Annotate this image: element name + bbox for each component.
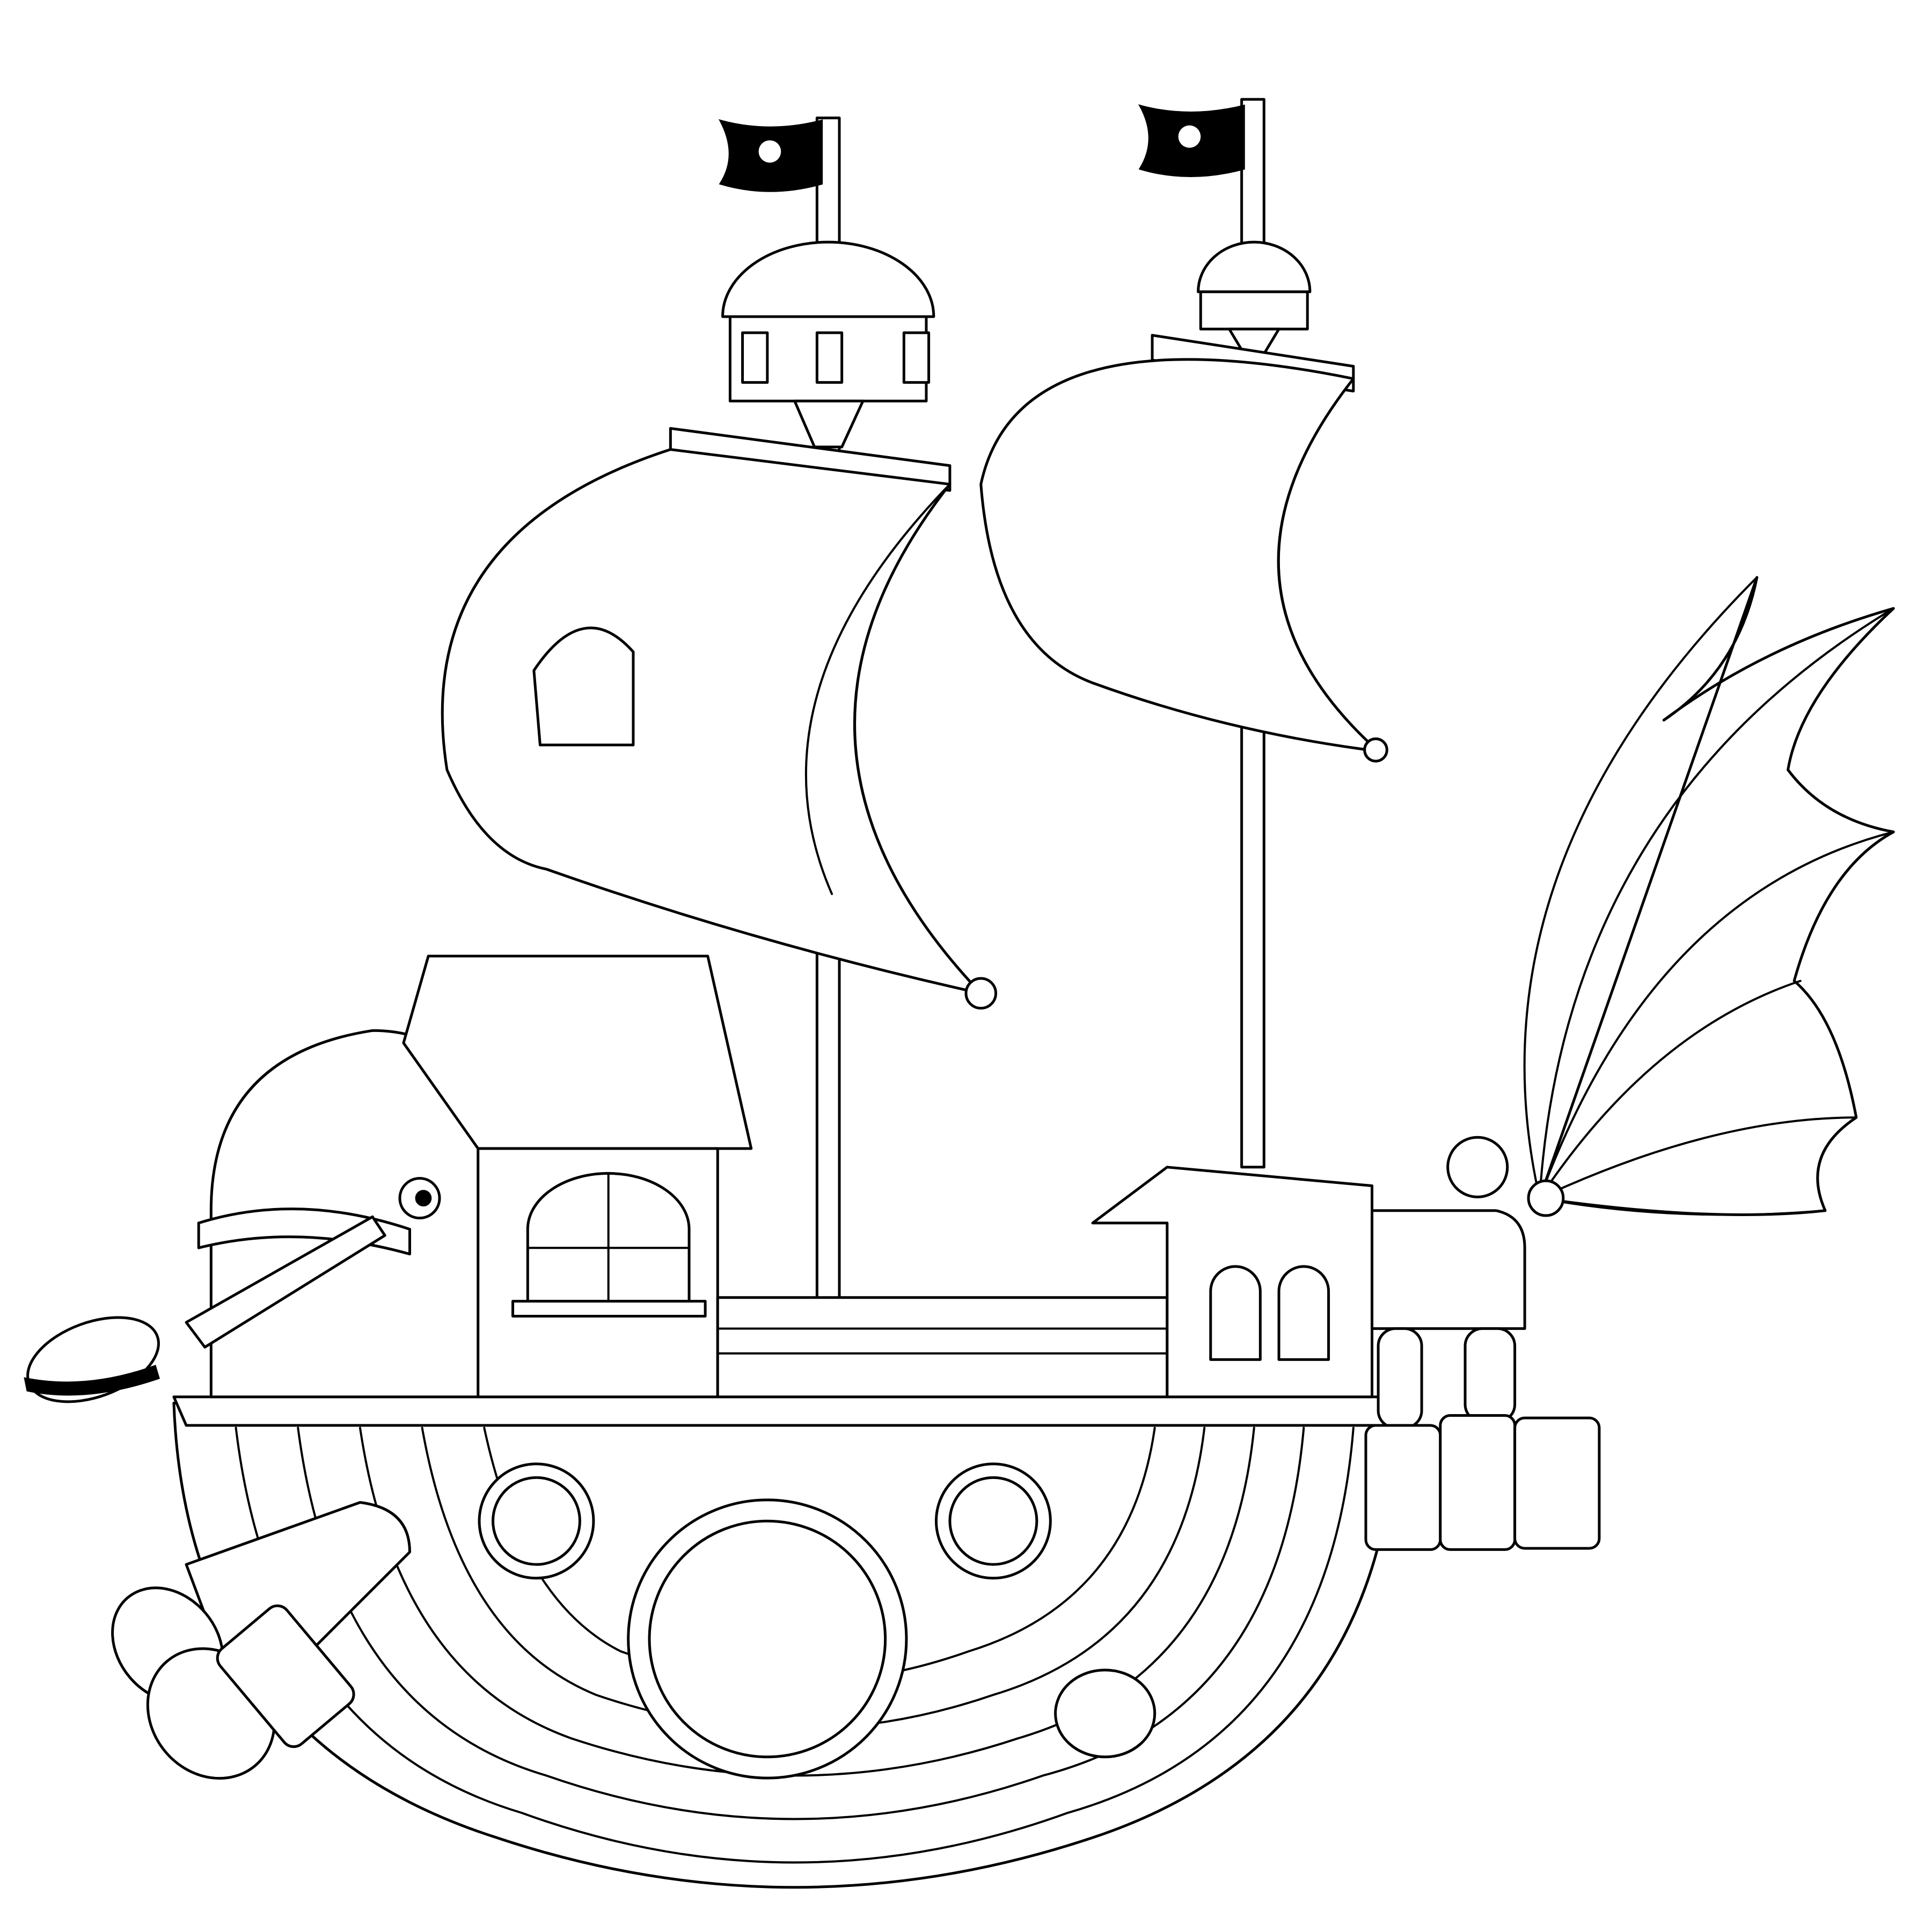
cannon <box>1515 1418 1599 1548</box>
window <box>817 333 841 383</box>
pipe <box>16 1217 385 1418</box>
gear-icon <box>1448 1137 1507 1197</box>
whale-head <box>199 1030 695 1397</box>
window <box>743 333 767 383</box>
porthole-lower <box>1056 1670 1155 1757</box>
house <box>404 956 751 1396</box>
window <box>1211 1267 1261 1360</box>
wheel <box>1378 1329 1422 1428</box>
portholes <box>479 1464 1155 1778</box>
fore-sail <box>981 360 1378 751</box>
window <box>1279 1267 1329 1360</box>
pirate-flags <box>720 106 1244 192</box>
cannons <box>1366 1416 1599 1550</box>
skull-emblem <box>534 628 633 745</box>
cannon <box>1440 1416 1515 1550</box>
stern-platform <box>1372 1211 1525 1329</box>
deck <box>174 1397 1397 1425</box>
binoculars-icon <box>90 1502 409 1804</box>
wing-hub <box>1528 1181 1563 1216</box>
cannon <box>1366 1425 1440 1549</box>
wing-membrane <box>1540 577 1893 1215</box>
sails <box>442 335 1387 1008</box>
deck-railing <box>718 1298 1167 1397</box>
crows-nest-main <box>723 242 934 447</box>
main-sail <box>442 450 981 993</box>
window <box>904 333 928 383</box>
wing <box>1448 577 1894 1216</box>
crows-nest-fore <box>1198 242 1310 354</box>
wing-ribs <box>1525 577 1894 1215</box>
whale-mouth <box>199 1209 409 1254</box>
